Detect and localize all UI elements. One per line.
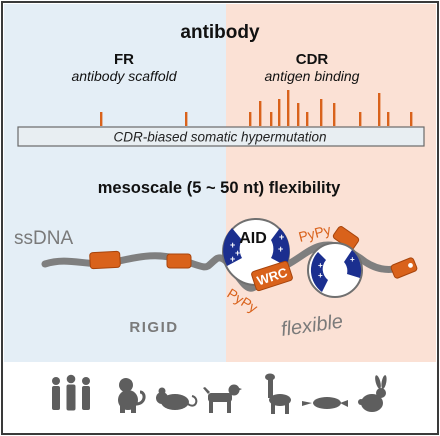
mutation-bar <box>410 112 413 126</box>
nucleotide-block <box>390 257 418 279</box>
mutation-bar <box>249 112 252 126</box>
nucleotide-block <box>89 250 121 270</box>
mouse-icon <box>156 387 198 410</box>
cdr-sublabel: antigen binding <box>265 68 360 84</box>
charge-plus: + <box>318 271 323 280</box>
aid-charges: + + + + + <box>230 232 284 264</box>
ssdna-label: ssDNA <box>14 228 73 249</box>
mutation-bar <box>287 90 290 126</box>
fr-label: FR <box>114 51 134 68</box>
mutation-profile <box>100 90 413 126</box>
nucleotide-block <box>166 253 192 269</box>
species-row <box>52 373 387 414</box>
mutation-bar <box>297 103 300 126</box>
mutation-bar <box>185 112 188 126</box>
charge-plus: + <box>235 248 240 258</box>
charge-plus: + <box>230 240 235 250</box>
charge-plus: + <box>279 232 284 242</box>
mutation-bar <box>320 99 323 126</box>
hypermutation-label: CDR-biased somatic hypermutation <box>113 130 326 145</box>
cdr-panel <box>226 4 436 362</box>
aid-charges: + + + <box>318 255 355 280</box>
wrc-block <box>251 260 293 292</box>
nucleotide-end <box>390 257 418 279</box>
pypy-label-right: PyPy <box>297 221 333 244</box>
aid-charged-patch <box>271 228 290 266</box>
mutation-bar <box>270 112 273 126</box>
aid-charged-patch <box>344 250 362 278</box>
aid-charged-patch <box>310 252 328 292</box>
mutation-bar <box>359 112 362 126</box>
mutation-bar <box>333 103 336 126</box>
charge-plus: + <box>318 261 323 270</box>
mutation-bar <box>278 99 281 126</box>
cdr-label: CDR <box>296 51 329 68</box>
llama-icon <box>265 373 291 414</box>
mutation-bar <box>306 112 309 126</box>
charge-plus: + <box>230 254 235 264</box>
dog-icon <box>203 384 242 413</box>
mutation-bar <box>378 93 381 126</box>
strand-terminus <box>408 262 413 268</box>
mutation-bar <box>259 101 262 126</box>
rabbit-icon <box>358 375 387 412</box>
fr-sublabel: antibody scaffold <box>71 68 177 84</box>
hypermutation-box <box>17 126 425 147</box>
mutation-bar <box>387 112 390 126</box>
rigid-label: RIGID <box>129 319 178 336</box>
charge-plus: + <box>350 255 355 264</box>
charge-plus: + <box>278 244 283 254</box>
title: antibody <box>180 22 260 43</box>
aid-label: AID <box>239 230 267 247</box>
monkey-icon <box>118 378 146 413</box>
human-icon <box>52 374 90 411</box>
flexibility-title: mesoscale (5 ~ 50 nt) flexibility <box>98 179 341 197</box>
mutation-bar <box>100 112 103 126</box>
aid-charged-patch <box>223 228 242 266</box>
fr-panel <box>4 4 226 362</box>
platypus-icon <box>302 397 348 409</box>
